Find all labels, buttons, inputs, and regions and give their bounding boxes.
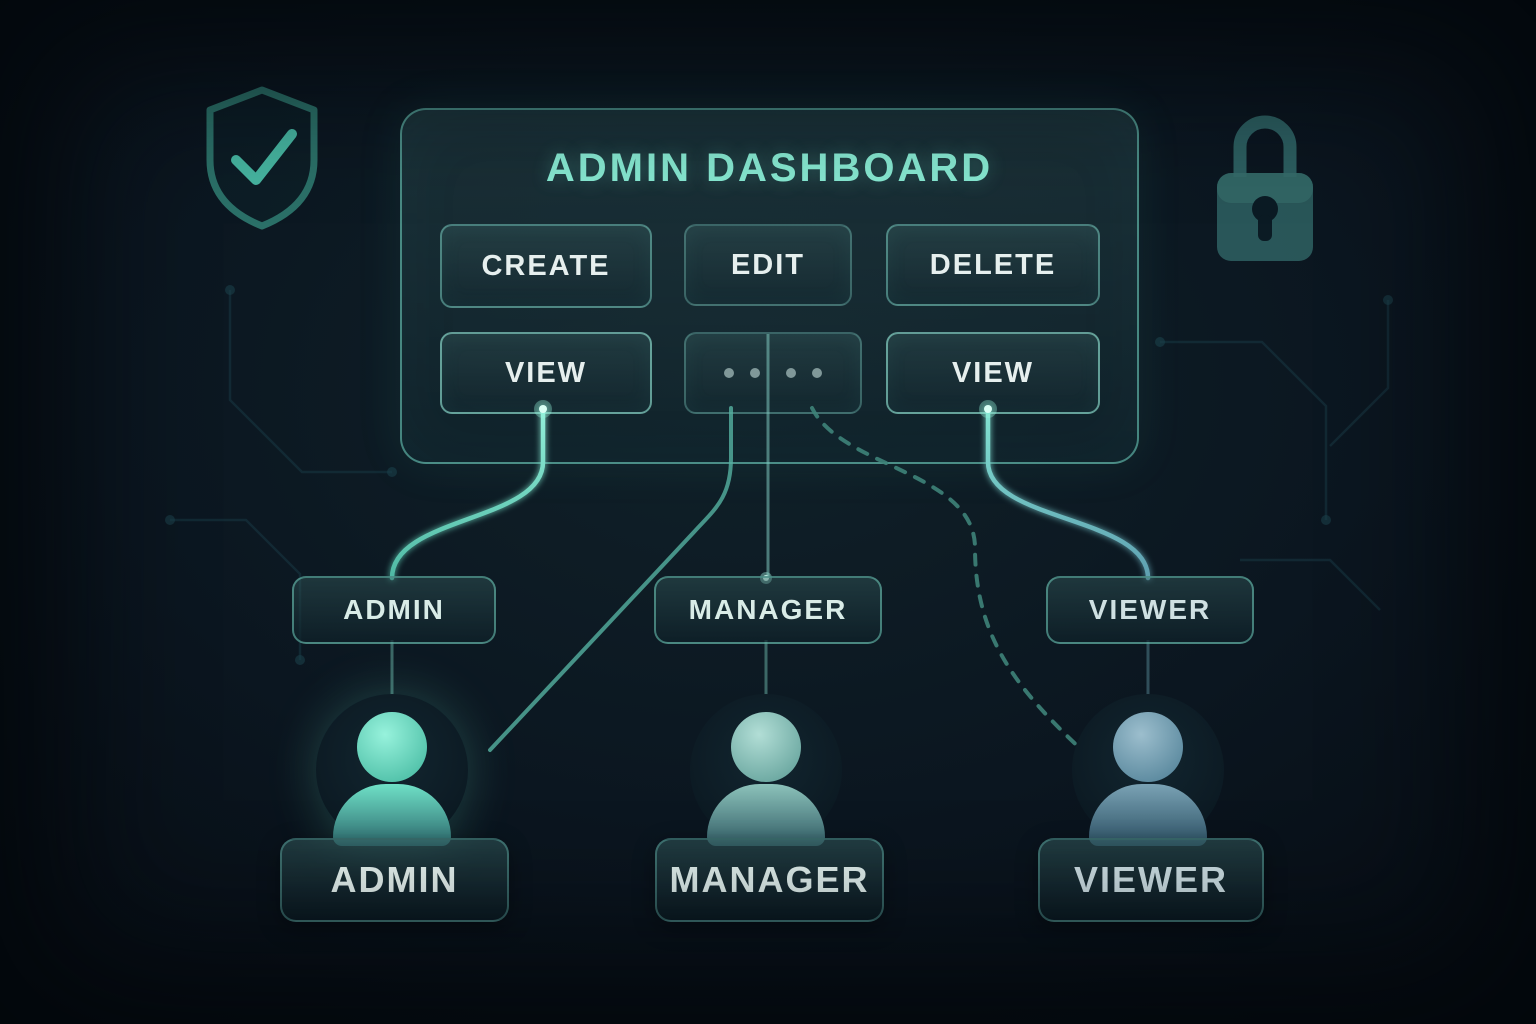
person-icon (731, 712, 801, 782)
person-icon (1113, 712, 1183, 782)
nameplate-viewer: VIEWER (1038, 838, 1264, 922)
panel-title: ADMIN DASHBOARD (545, 146, 994, 190)
view-button-left[interactable]: VIEW (440, 332, 652, 414)
view-button-right[interactable]: VIEW (886, 332, 1100, 414)
lock-icon (1217, 115, 1313, 261)
nameplate-manager: MANAGER (655, 838, 884, 922)
shield-check-icon (206, 86, 318, 230)
more-permissions-button[interactable] (684, 332, 862, 414)
dots-icon (786, 368, 822, 378)
admin-dashboard-panel: ADMIN DASHBOARD CREATE EDIT DELETE VIEW … (400, 108, 1139, 464)
nameplate-admin: ADMIN (280, 838, 509, 922)
manager-avatar (690, 694, 842, 850)
viewer-avatar (1072, 694, 1224, 850)
create-button[interactable]: CREATE (440, 224, 652, 308)
admin-avatar (316, 694, 468, 850)
dots-icon (724, 368, 760, 378)
edit-button[interactable]: EDIT (684, 224, 852, 306)
role-pill-admin: ADMIN (292, 576, 496, 644)
delete-button[interactable]: DELETE (886, 224, 1100, 306)
person-icon (357, 712, 427, 782)
role-pill-manager: MANAGER (654, 576, 882, 644)
role-pill-viewer: VIEWER (1046, 576, 1254, 644)
